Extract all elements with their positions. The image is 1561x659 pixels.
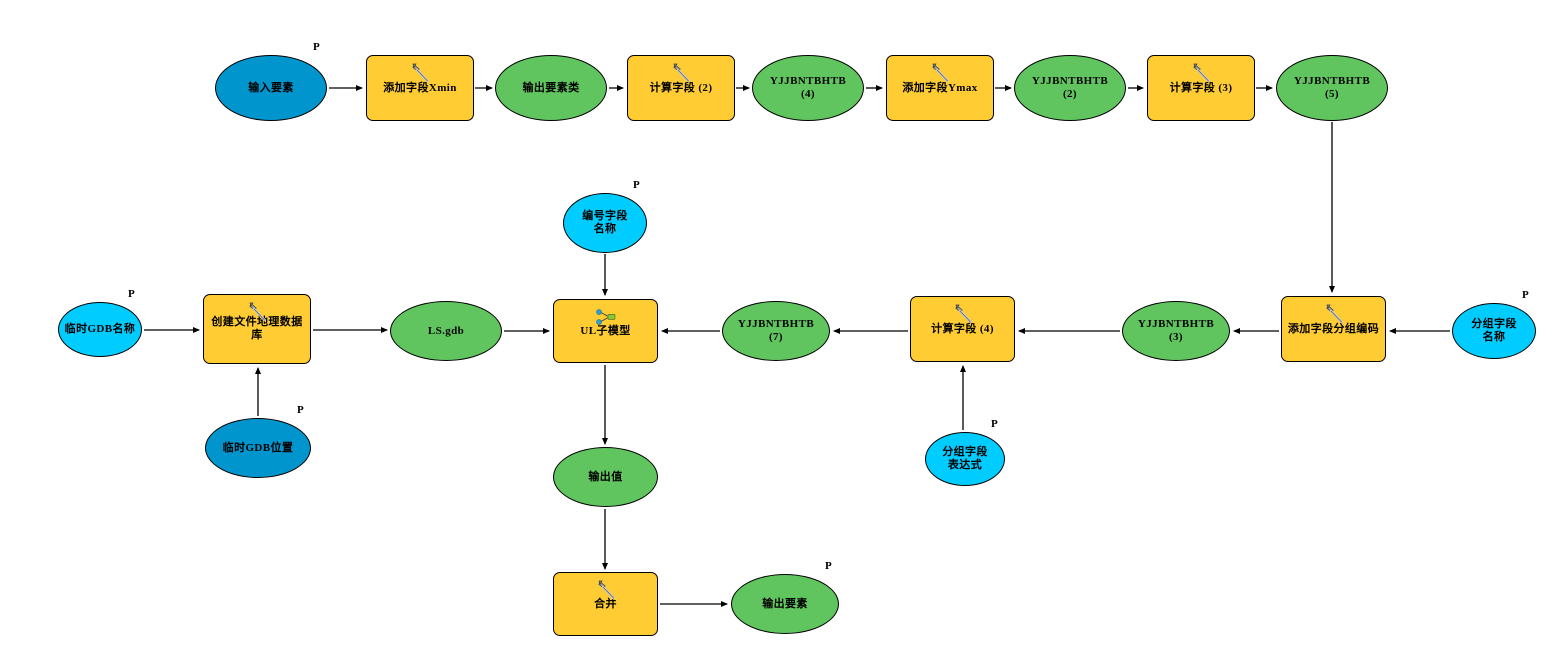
parameter-flag-n24: P [825,560,832,572]
node-n18-tool[interactable]: 添加字段分组编码 [1281,296,1386,362]
node-n22-variable[interactable]: 输出值 [553,447,658,507]
node-n3-variable[interactable]: 输出要素类 [495,55,607,121]
node-label: YJJBNTBHTB (2) [1031,75,1109,100]
node-n7-variable[interactable]: YJJBNTBHTB (2) [1014,55,1126,121]
node-n24-variable[interactable]: 输出要素 [731,574,839,634]
node-label: 添加字段Xmin [383,81,457,94]
node-label: 添加字段Ymax [902,81,978,94]
node-label: 临时GDB位置 [222,441,294,454]
node-n8-tool[interactable]: 计算字段 (3) [1147,55,1255,121]
node-label: YJJBNTBHTB (4) [769,75,847,100]
node-label: 创建文件地理数据库 [211,316,303,341]
node-label: YJJBNTBHTB (7) [737,318,815,343]
node-n9-variable[interactable]: YJJBNTBHTB (5) [1276,55,1388,121]
node-n14-tool[interactable]: UL子模型 [553,299,658,363]
node-n5-variable[interactable]: YJJBNTBHTB (4) [752,55,864,121]
node-label: 计算字段 (4) [931,322,994,335]
node-n17-variable[interactable]: YJJBNTBHTB (3) [1122,301,1230,361]
node-label: 输出要素 [762,597,808,610]
node-label: LS.gdb [427,324,465,337]
node-label: 计算字段 (3) [1169,81,1233,94]
node-label: 编号字段 名称 [582,210,628,235]
node-n1-input[interactable]: 输入要素 [215,55,327,121]
node-n4-tool[interactable]: 计算字段 (2) [627,55,735,121]
node-label: 输出值 [588,470,623,483]
parameter-flag-n1: P [313,41,320,53]
node-label: 添加字段分组编码 [1287,322,1380,335]
node-label: YJJBNTBHTB (3) [1137,318,1215,343]
node-n13-variable[interactable]: LS.gdb [390,301,502,361]
node-label: 合并 [594,597,617,610]
parameter-flag-n10: P [633,179,640,191]
parameter-flag-n21: P [991,418,998,430]
node-label: 计算字段 (2) [649,81,713,94]
node-label: 分组字段 表达式 [942,446,988,471]
node-label: UL子模型 [580,324,631,337]
node-n10-parameter[interactable]: 编号字段 名称 [563,193,647,253]
node-n19-parameter[interactable]: 分组字段 名称 [1452,303,1536,359]
parameter-flag-n11: P [128,288,135,300]
node-n11-parameter[interactable]: 临时GDB名称 [58,302,142,357]
node-n2-tool[interactable]: 添加字段Xmin [366,55,474,121]
node-label: 输入要素 [248,81,294,94]
node-n12-tool[interactable]: 创建文件地理数据库 [203,294,311,364]
parameter-flag-n19: P [1522,289,1529,301]
node-n21-parameter[interactable]: 分组字段 表达式 [925,432,1005,486]
node-n23-tool[interactable]: 合并 [553,572,658,636]
node-n20-input[interactable]: 临时GDB位置 [205,418,311,478]
node-n6-tool[interactable]: 添加字段Ymax [886,55,994,121]
node-n15-variable[interactable]: YJJBNTBHTB (7) [722,301,830,361]
parameter-flag-n20: P [297,404,304,416]
node-n16-tool[interactable]: 计算字段 (4) [910,296,1015,362]
node-label: 分组字段 名称 [1471,318,1517,343]
node-label: 临时GDB名称 [64,323,136,335]
node-label: YJJBNTBHTB (5) [1293,75,1371,100]
node-label: 输出要素类 [522,81,580,94]
